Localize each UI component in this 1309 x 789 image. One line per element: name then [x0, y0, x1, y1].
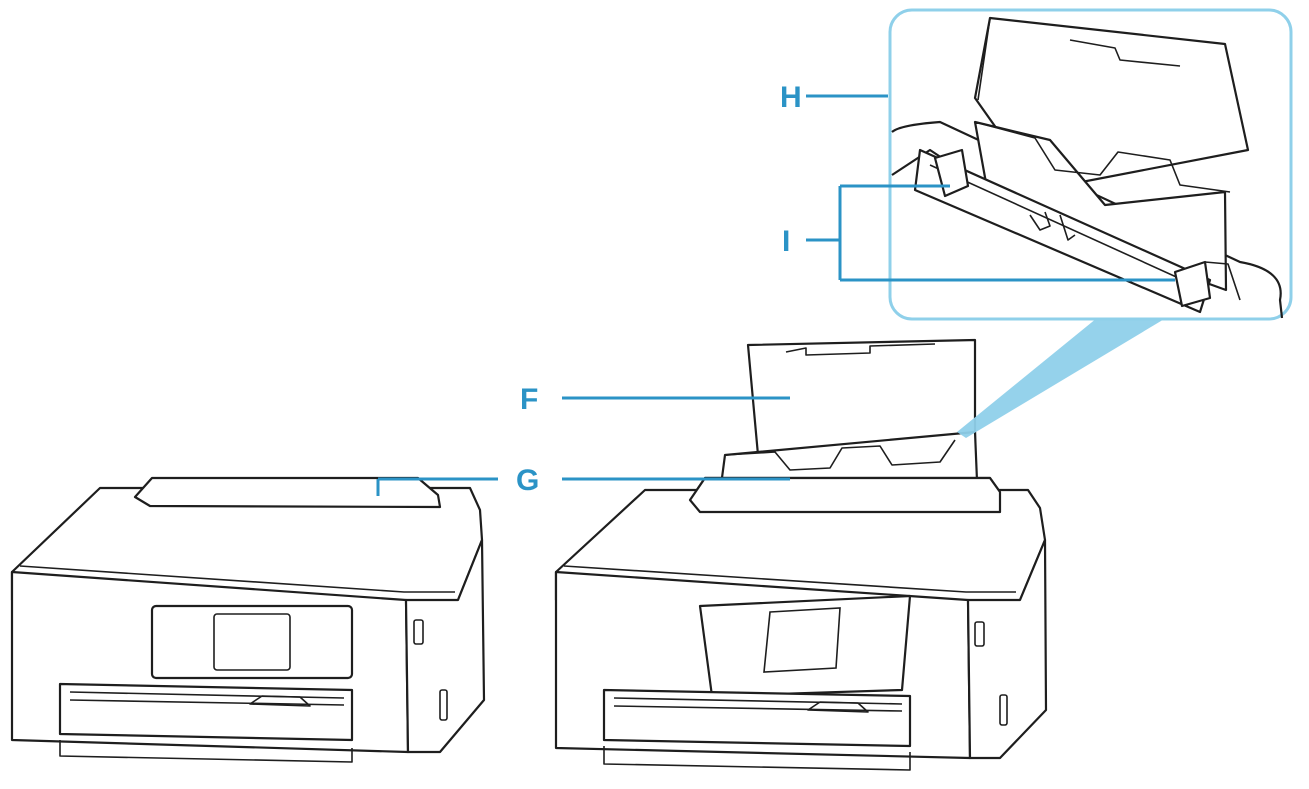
output-tray-left — [58, 682, 354, 742]
printer-closed — [10, 476, 486, 763]
printer-open — [554, 338, 1048, 771]
callout-f: F — [520, 383, 790, 416]
label-h: H — [780, 81, 802, 114]
output-tray-right — [602, 688, 912, 748]
label-i: I — [782, 225, 790, 258]
touch-screen-left — [213, 613, 291, 671]
zoom-inset — [888, 8, 1293, 321]
touch-screen-right — [763, 607, 841, 673]
label-g: G — [516, 464, 539, 497]
callout-h: H — [780, 81, 888, 114]
callout-i: I — [782, 184, 1175, 282]
callout-g: G — [376, 464, 790, 497]
feed-slot-cover-left — [133, 476, 442, 509]
zoom-beam — [957, 318, 1166, 438]
paper-guide-right — [1173, 260, 1212, 308]
label-f: F — [520, 383, 538, 416]
